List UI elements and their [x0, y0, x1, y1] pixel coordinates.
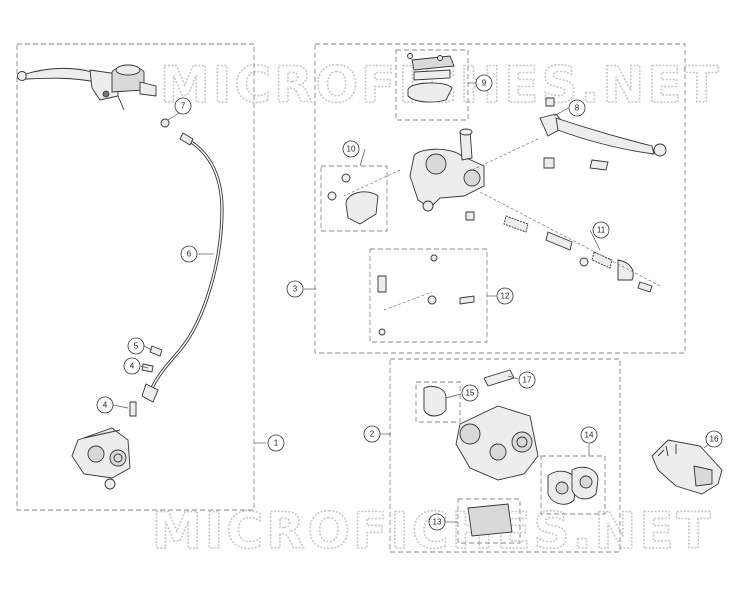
callout-7[interactable]: 7 [174, 97, 192, 115]
group-box-10 [320, 165, 388, 232]
bleeder-kit [377, 254, 475, 336]
callout-15-label: 15 [466, 389, 475, 398]
callout-11-label: 11 [597, 226, 606, 235]
callout-9[interactable]: 9 [475, 74, 493, 92]
callout-13[interactable]: 13 [428, 513, 446, 531]
brake-lever [539, 97, 667, 171]
brake-caliper [423, 369, 599, 537]
group-box-12 [369, 248, 488, 343]
leader-lines [112, 82, 715, 523]
group-box-3 [314, 43, 686, 354]
callout-3[interactable]: 3 [286, 280, 304, 298]
group-box-15 [415, 381, 461, 423]
group-box-1 [16, 43, 255, 511]
lever-clamp [327, 173, 379, 225]
callout-17[interactable]: 17 [518, 371, 536, 389]
callout-15[interactable]: 15 [461, 384, 479, 402]
callout-13-label: 13 [433, 518, 442, 527]
callout-14[interactable]: 14 [580, 426, 598, 444]
callout-8-label: 8 [575, 104, 580, 113]
group-box-13 [457, 498, 521, 544]
callout-3-label: 3 [293, 285, 298, 294]
handlebar-grip-part [651, 439, 723, 495]
callout-6-label: 6 [187, 250, 192, 259]
hose-fittings [129, 118, 194, 417]
watermark-bottom: MICROFICHES.NET [152, 502, 714, 560]
callout-6[interactable]: 6 [180, 245, 198, 263]
callout-10[interactable]: 10 [342, 140, 360, 158]
callout-4a-label: 4 [130, 362, 135, 371]
callout-14-label: 14 [585, 431, 594, 440]
group-box-14 [540, 455, 606, 515]
callout-2[interactable]: 2 [363, 425, 381, 443]
callout-16-label: 16 [710, 435, 719, 444]
callout-16[interactable]: 16 [705, 430, 723, 448]
callout-12-label: 12 [501, 292, 510, 301]
callout-9-label: 9 [482, 79, 487, 88]
callout-1[interactable]: 1 [267, 434, 285, 452]
callout-5-label: 5 [134, 342, 139, 351]
callout-4a[interactable]: 4 [123, 357, 141, 375]
clutch-lever-assembly [17, 64, 157, 111]
group-box-9 [395, 49, 469, 121]
piston-kit [503, 215, 653, 293]
group-box-2 [389, 358, 621, 553]
callout-2-label: 2 [370, 430, 375, 439]
callout-7-label: 7 [181, 102, 186, 111]
callout-12[interactable]: 12 [496, 287, 514, 305]
callout-4b-label: 4 [103, 401, 108, 410]
callout-10-label: 10 [347, 145, 356, 154]
callout-4b[interactable]: 4 [96, 396, 114, 414]
brake-master-cylinder [407, 53, 485, 221]
callout-8[interactable]: 8 [568, 99, 586, 117]
callout-5[interactable]: 5 [127, 337, 145, 355]
callout-1-label: 1 [274, 439, 279, 448]
callout-11[interactable]: 11 [592, 221, 610, 239]
slave-cylinder [71, 427, 131, 490]
callout-17-label: 17 [523, 376, 532, 385]
